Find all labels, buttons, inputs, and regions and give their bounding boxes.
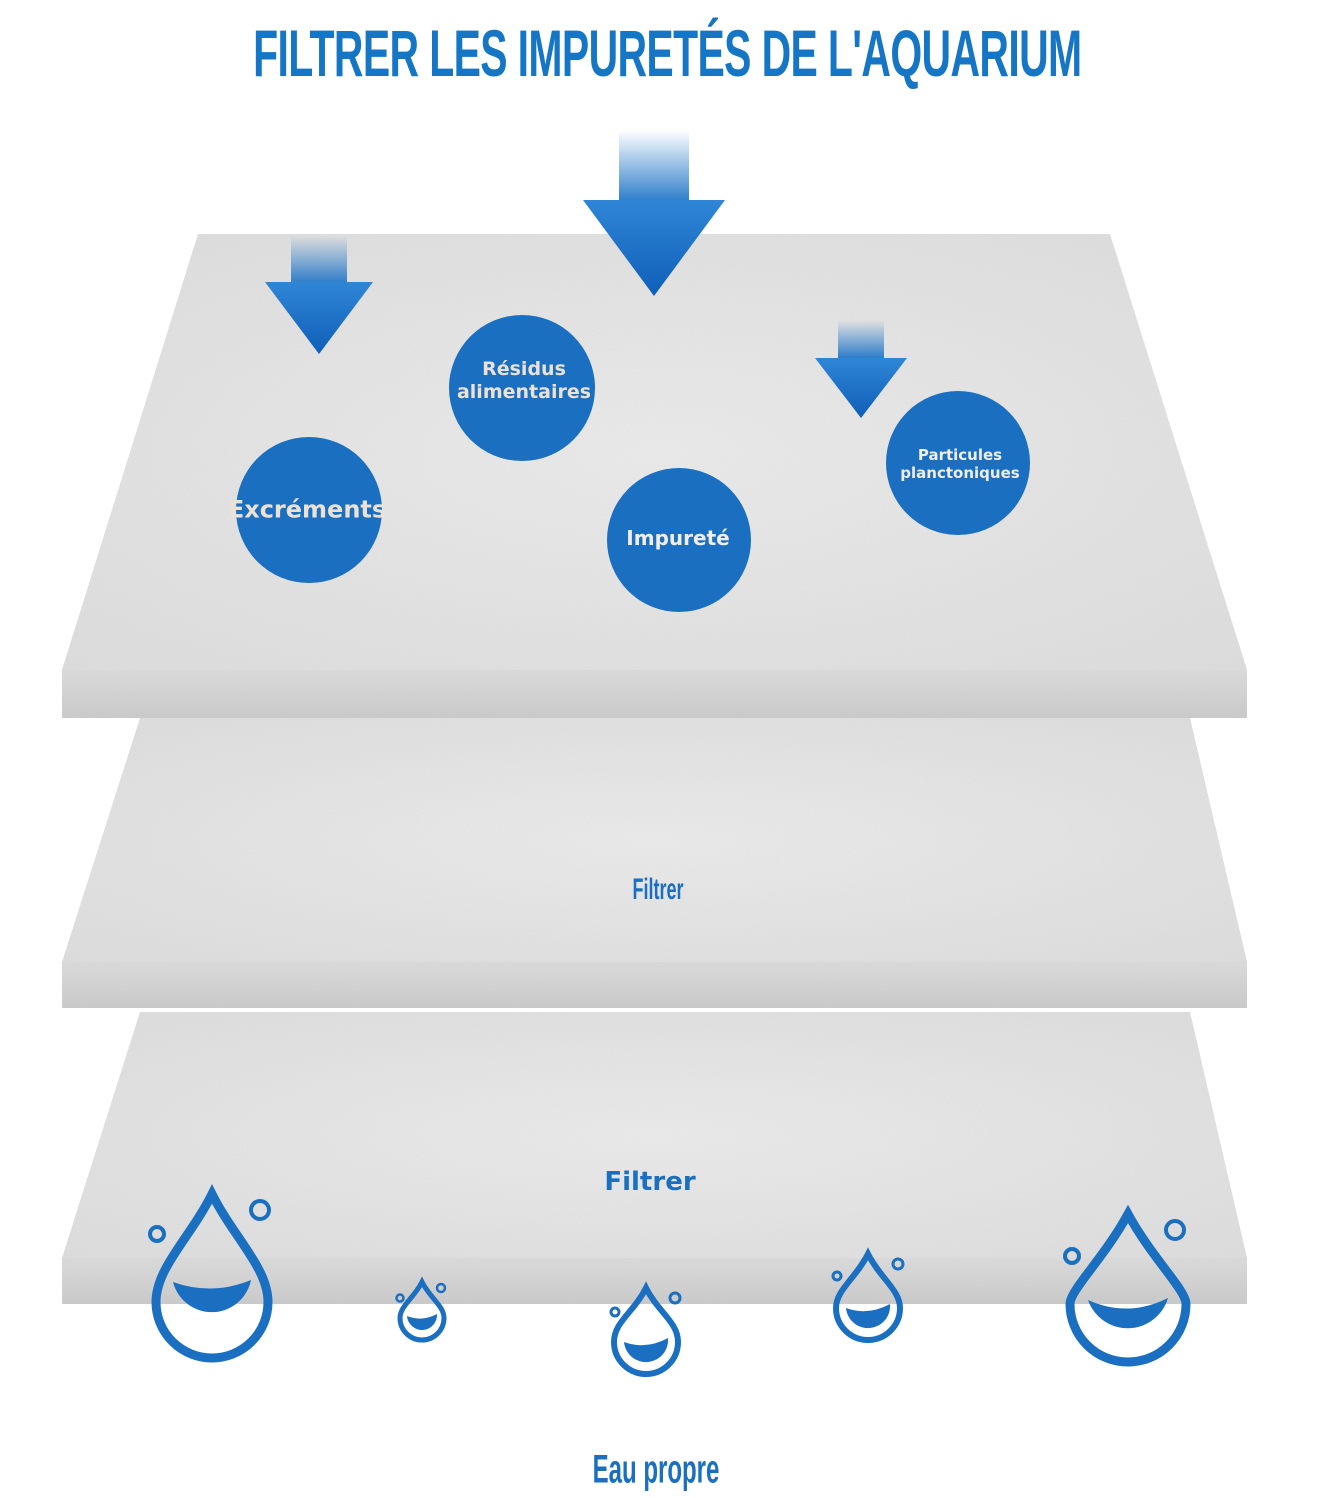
water-drop-icon bbox=[609, 1281, 682, 1377]
impurity-circle-residus bbox=[449, 315, 595, 461]
water-drop-icon bbox=[395, 1276, 447, 1343]
impurity-circle-impurete bbox=[607, 468, 751, 612]
page-title: FILTRER LES IMPURETÉS DE L'AQUARIUM bbox=[253, 16, 1082, 90]
down-arrow-icon bbox=[815, 320, 907, 418]
down-arrow-icon bbox=[265, 236, 373, 354]
down-arrow-icon bbox=[583, 130, 725, 296]
water-drop-icon bbox=[1063, 1204, 1191, 1367]
filter-layer-middle bbox=[62, 718, 1247, 1008]
clean-water-label: Eau propre bbox=[592, 1447, 720, 1492]
layer-label-middle: Filtrer bbox=[632, 873, 684, 906]
impurity-circle-excrements bbox=[236, 437, 382, 583]
impurity-label-excrements: Excréments bbox=[227, 495, 387, 524]
water-drop-icon bbox=[148, 1183, 273, 1363]
impurity-label-impurete: Impureté bbox=[626, 526, 730, 550]
layer-label-bottom: Filtrer bbox=[604, 1167, 696, 1197]
water-drop-icon bbox=[831, 1247, 905, 1343]
impurity-circle-particules bbox=[886, 391, 1030, 535]
